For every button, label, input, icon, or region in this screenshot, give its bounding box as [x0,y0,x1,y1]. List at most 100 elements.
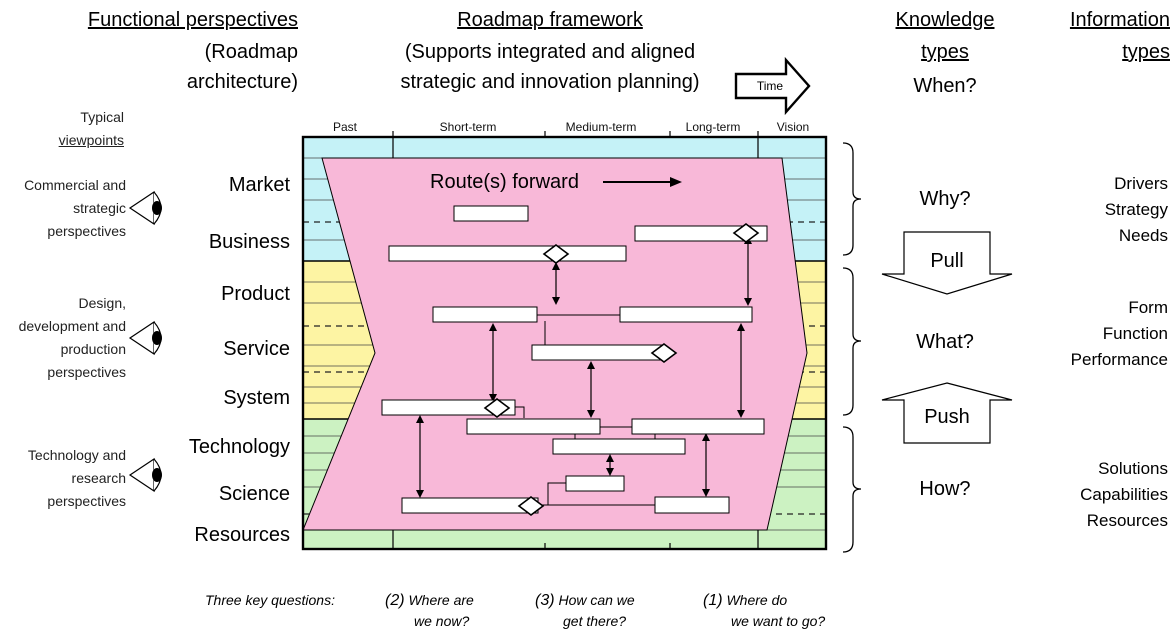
info-drivers: Drivers [1114,174,1168,193]
row-label-market: Market [228,174,290,196]
design-line-3: production [60,341,126,357]
design-line-2: development and [18,318,126,334]
time-arrow-icon [734,56,811,116]
key-questions-label: Three key questions: [205,592,335,608]
diagram-border [301,135,828,551]
commercial-line-2: strategic [73,200,126,216]
route-forward-shape [302,157,808,531]
info-performance: Performance [1070,350,1168,369]
info-form-group: Form Function Performance [1020,295,1168,373]
row-label-product: Product [221,283,290,305]
milestone-diamond-5 [517,496,545,516]
activity-box-9 [631,418,765,435]
functional-subtitle-2: architecture) [186,71,298,93]
roadmap-framework-title: Roadmap framework [457,9,643,31]
activity-box-5 [619,306,753,323]
roadmap-subtitle-2: strategic and innovation planning) [400,71,700,93]
curly-braces [842,142,862,553]
brace-what [842,267,862,416]
commercial-line-3: perspectives [47,223,126,239]
information-types-title-line1: Information [1069,9,1170,31]
activity-box-11 [565,475,625,492]
row-label-business: Business [208,231,290,253]
timeline-long-term: Long-term [685,120,741,134]
question-1-line1: Where do [726,592,788,608]
technology-line-1: Technology and [27,447,126,463]
question-1-line2: we want to go? [731,613,826,629]
link-arrows [419,238,749,496]
knowledge-types-title-line2: types [921,41,969,63]
activity-box-2 [634,225,768,242]
info-strategy: Strategy [1104,200,1168,219]
time-label: Time [756,79,784,93]
info-capabilities: Capabilities [1080,485,1168,504]
row-label-resources: Resources [194,524,290,546]
activity-boxes [381,205,768,514]
activity-box-7 [381,399,516,416]
row-label-science: Science [218,483,290,505]
timeline-past: Past [332,120,357,134]
technology-line-2: research [71,470,126,486]
activity-box-10 [552,438,686,455]
push-arrow-icon [881,382,1013,444]
milestone-diamond-1 [542,244,570,264]
info-drivers-group: Drivers Strategy Needs [1020,171,1168,249]
design-line-1: Design, [78,295,126,311]
question-3-line2: get there? [563,613,627,629]
info-form: Form [1128,298,1168,317]
roadmap-subtitle-1: (Supports integrated and aligned [404,41,696,63]
timeline-medium-term: Medium-term [565,120,637,134]
route-arrow [603,177,682,187]
activity-box-4 [432,306,538,323]
connector-lines [515,314,656,506]
activity-box-3 [388,245,627,262]
arrow-heads [416,236,752,498]
milestone-diamond-2 [732,223,760,243]
functional-subtitle-1: (Roadmap [204,41,298,63]
viewpoints-title: Typical viewpoints [20,106,124,152]
question-1: (1) Where do [703,589,787,612]
eye-icon-commercial [128,190,162,226]
info-needs: Needs [1118,226,1168,245]
question-3: (3) How can we [535,589,635,612]
brace-why [842,142,862,256]
brace-how [842,426,862,553]
timeline-vision: Vision [776,120,810,134]
viewpoints-title-line2: viewpoints [58,132,124,148]
milestone-diamond-3 [650,343,678,363]
activity-box-12 [401,497,539,514]
design-line-4: perspectives [47,364,126,380]
question-2-number: (2) [385,592,405,609]
timeline-short-term: Short-term [439,120,497,134]
technology-line-3: perspectives [47,493,126,509]
milestone-diamond-4 [483,398,511,418]
info-function: Function [1102,324,1168,343]
activity-box-13 [654,496,730,514]
knowledge-why: Why? [919,188,971,210]
question-2: (2) Where are [385,589,474,612]
info-solutions: Solutions [1098,459,1168,478]
question-1-number: (1) [703,592,723,609]
question-2-line2: we now? [414,613,470,629]
question-3-line1: How can we [558,592,635,608]
question-3-number: (3) [535,592,555,609]
functional-perspectives-title: Functional perspectives [87,9,298,31]
question-2-line1: Where are [408,592,474,608]
activity-box-6 [531,344,665,361]
row-label-technology: Technology [188,436,290,458]
info-solutions-group: Solutions Capabilities Resources [1020,456,1168,534]
row-label-service: Service [223,338,290,360]
activity-box-8 [466,418,601,435]
knowledge-how: How? [919,478,971,500]
knowledge-when: When? [913,75,977,97]
information-types-title-line2: types [1122,41,1170,63]
pull-arrow-icon [881,231,1013,295]
viewpoints-title-line1: Typical [80,109,124,125]
route-forward-label: Route(s) forward [430,171,579,193]
knowledge-types-title-line1: Knowledge [895,9,995,31]
info-resources: Resources [1086,511,1168,530]
eye-icon-design [128,320,162,356]
activity-box-1 [453,205,529,222]
knowledge-push: Push [924,406,970,428]
